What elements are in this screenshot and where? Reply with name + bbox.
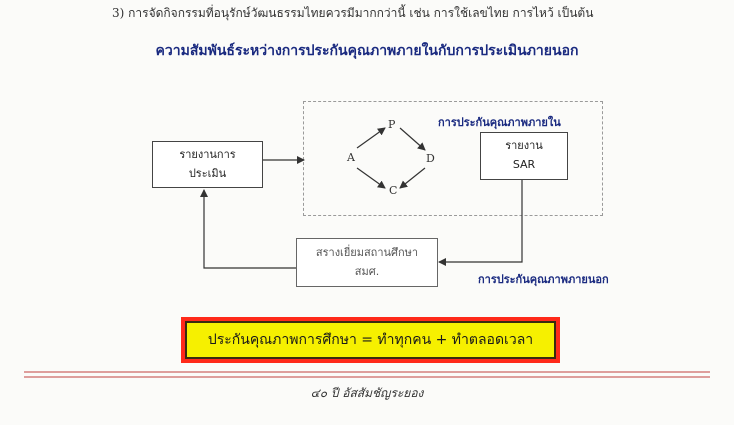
onesqa-visit-box: สรางเยี่ยมสถานศึกษา สมศ. <box>296 238 438 287</box>
sar-report-line1: รายงาน <box>505 139 543 153</box>
formula-text: ประกันคุณภาพการศึกษา = ทำทุกคน + ทำตลอดเ… <box>185 321 556 359</box>
pdca-d: D <box>426 152 435 165</box>
sar-report-box: รายงาน SAR <box>480 132 568 180</box>
arrow-visit-to-report <box>200 189 296 269</box>
arrow-sar-to-visit <box>438 180 523 266</box>
header-text: 3) การจัดกิจกรรมที่อนุรักษ์วัฒนธรรมไทยคว… <box>112 6 594 20</box>
assessment-report-box: รายงานการ ประเมิน <box>152 141 263 188</box>
pdca-c: C <box>389 184 398 197</box>
internal-qa-label: การประกันคุณภาพภายใน <box>438 116 561 129</box>
external-qa-label: การประกันคุณภาพภายนอก <box>478 273 609 286</box>
sar-report-line2: SAR <box>512 158 536 171</box>
arrow-a-to-p <box>356 127 386 149</box>
pdca-p: P <box>388 118 396 131</box>
onesqa-visit-line1: สรางเยี่ยมสถานศึกษา <box>315 245 419 259</box>
pdca-a: A <box>347 151 355 164</box>
formula-banner: ประกันคุณภาพการศึกษา = ทำทุกคน + ทำตลอดเ… <box>181 317 560 363</box>
footer-text: ๔๐ ปี อัสสัมชัญระยอง <box>310 386 424 400</box>
assessment-report-line1: รายงานการ <box>179 147 236 161</box>
assessment-report-line2: ประเมิน <box>188 166 227 180</box>
arrow-a-to-c <box>356 167 386 189</box>
diagram-title: ความสัมพันธ์ระหว่างการประกันคุณภาพภายในก… <box>155 43 579 59</box>
arrow-p-to-d <box>399 127 426 151</box>
arrow-d-to-c <box>399 167 426 189</box>
onesqa-visit-line2: สมศ. <box>354 264 380 278</box>
